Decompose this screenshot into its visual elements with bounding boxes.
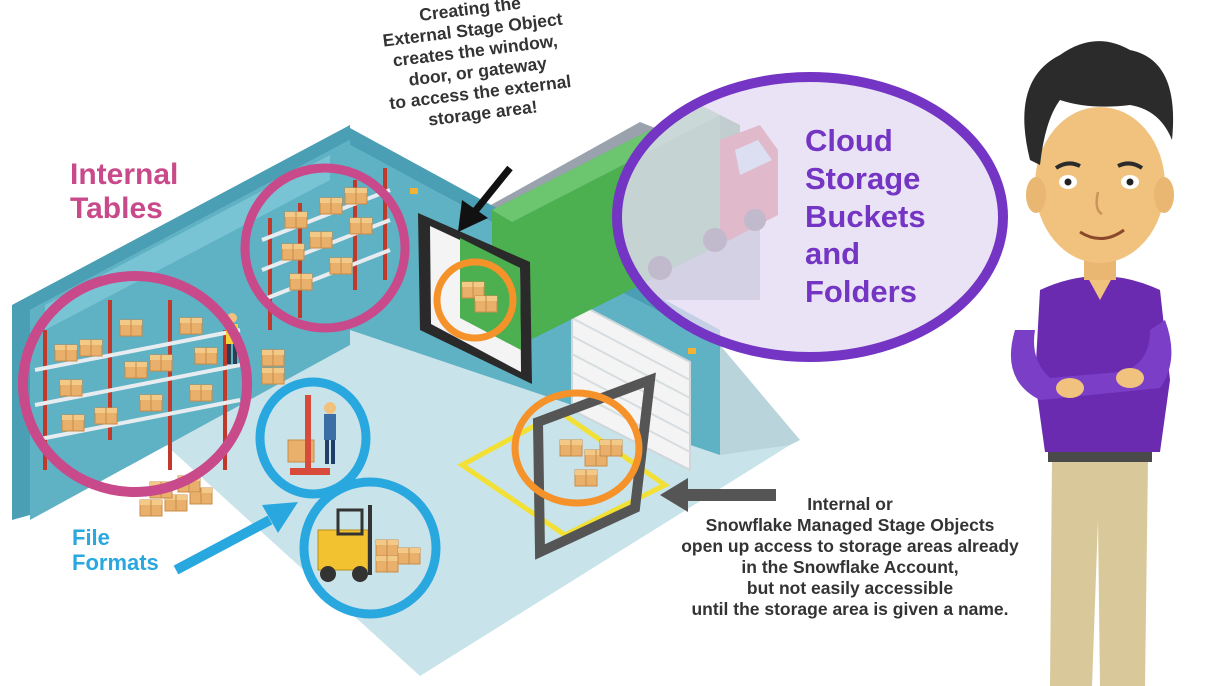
cloud-storage-label: Cloud Storage Buckets and Folders xyxy=(805,123,926,310)
internal-stage-highlight xyxy=(511,389,643,507)
arrow-icon xyxy=(660,478,776,512)
pallet-jack-icon xyxy=(287,395,336,475)
internal-tables-highlight-small xyxy=(240,163,410,333)
arrow-icon xyxy=(458,165,513,232)
external-stage-highlight xyxy=(433,258,517,342)
arrow-icon xyxy=(173,502,298,575)
cloud-storage-highlight xyxy=(612,72,1008,362)
internal-tables-highlight-large xyxy=(18,271,252,497)
internal-tables-label: Internal Tables xyxy=(70,158,179,225)
shelving-icon xyxy=(261,168,391,330)
shelving-icon xyxy=(34,300,241,470)
external-stage-callout: Creating the External Stage Object creat… xyxy=(381,0,573,130)
internal-stage-callout: Internal or Snowflake Managed Stage Obje… xyxy=(681,494,1019,619)
file-format-highlight-top xyxy=(255,377,371,499)
file-formats-label: File Formats xyxy=(72,525,159,575)
external-stage-door xyxy=(418,213,532,384)
file-format-highlight-bottom xyxy=(299,477,441,619)
forklift-icon xyxy=(317,505,421,582)
person-character-icon xyxy=(1010,41,1174,686)
internal-stage-frame xyxy=(532,372,656,560)
